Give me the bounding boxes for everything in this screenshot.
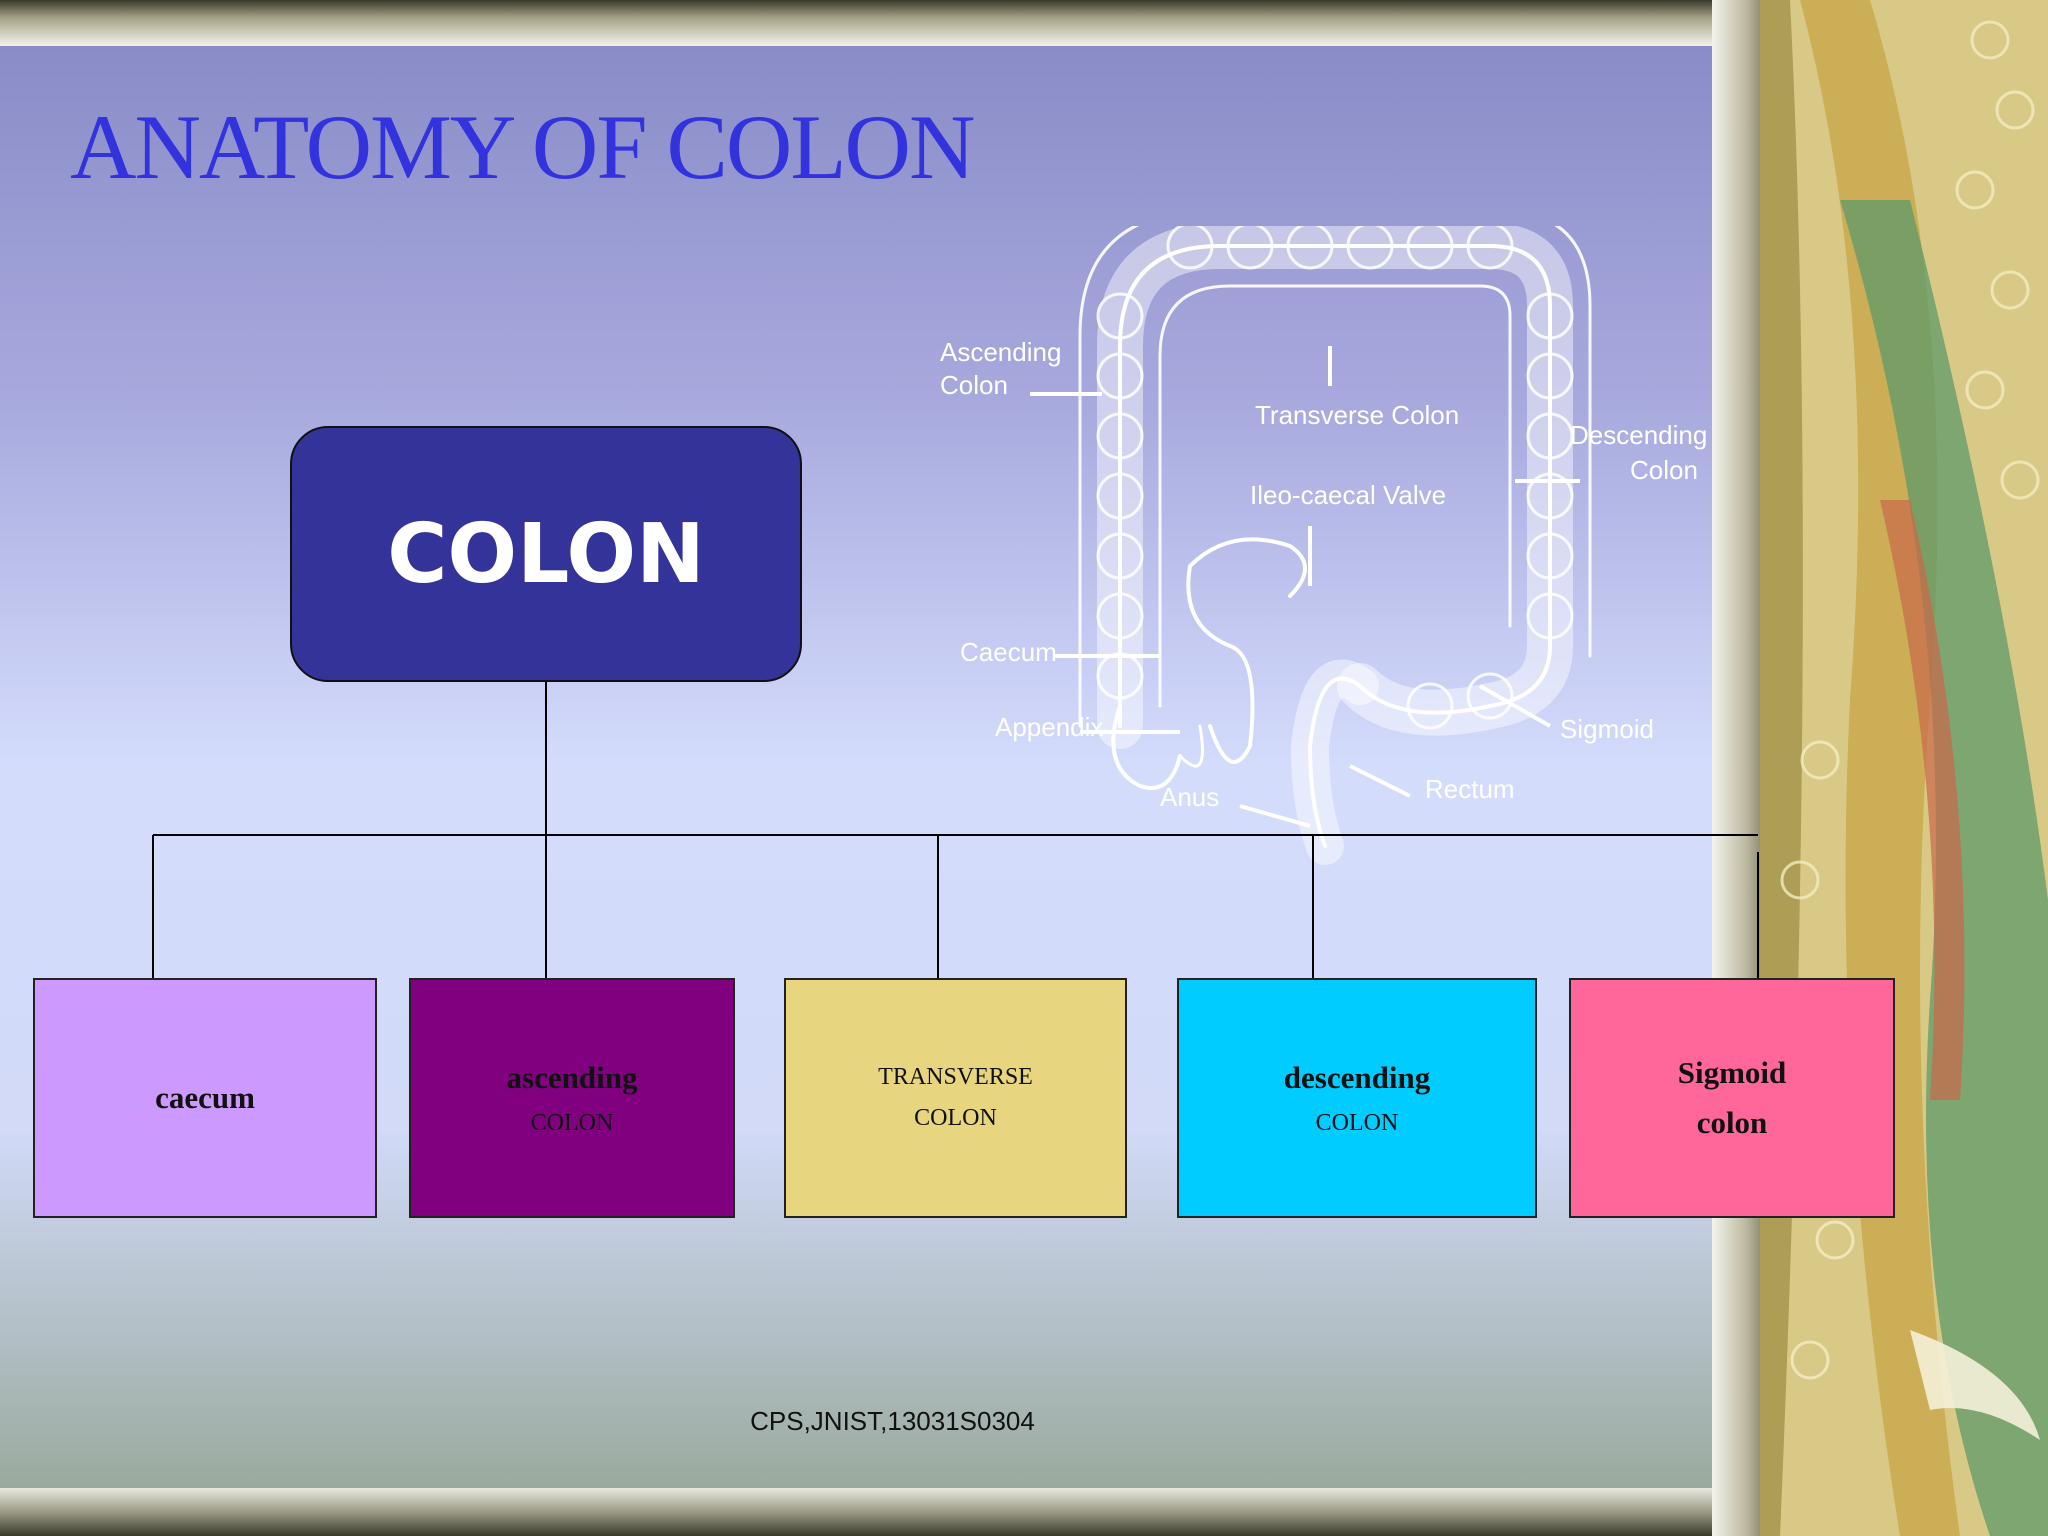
label-ascending-colon-line2: Colon [940, 370, 1008, 400]
label-anus: Anus [1160, 782, 1219, 812]
node-ascending-name: ascending [506, 1059, 638, 1095]
haustra-pattern [1096, 226, 1574, 730]
slide-footer: CPS,JNIST,13031S0304 [750, 1406, 1035, 1436]
label-sigmoid: Sigmoid [1560, 714, 1654, 744]
node-ascending-colon: ascending COLON [409, 978, 735, 1218]
colon-drawing [1078, 226, 1592, 865]
slide: ANATOMY OF COLON [0, 46, 1712, 1488]
node-transverse-colon: TRANSVERSE COLON [784, 978, 1127, 1218]
label-appendix: Appendix [995, 712, 1103, 742]
decorative-curtain [1760, 0, 2048, 1536]
node-transverse-name: TRANSVERSE [878, 1064, 1033, 1090]
label-rectum: Rectum [1425, 774, 1515, 804]
node-descending-sub: COLON [1315, 1109, 1399, 1136]
root-node-label: COLON [387, 506, 705, 602]
window-frame-top [0, 0, 1780, 46]
label-descending-colon-line1: Descending [1570, 420, 1707, 450]
label-ascending-colon-line1: Ascending [940, 337, 1061, 367]
node-descending-name: descending [1283, 1059, 1431, 1095]
node-sigmoid-name: Sigmoid [1677, 1055, 1787, 1090]
colon-anatomy-illustration: Ascending Colon Transverse Colon Ileo-ca… [940, 226, 1707, 865]
label-ileo-caecal-valve: Ileo-caecal Valve [1250, 480, 1446, 510]
node-descending-colon: descending COLON [1177, 978, 1537, 1218]
label-transverse-colon: Transverse Colon [1255, 400, 1459, 430]
label-caecum: Caecum [960, 637, 1057, 667]
root-node-colon: COLON [290, 426, 802, 682]
node-sigmoid-colon: Sigmoid colon [1569, 978, 1895, 1218]
curtain-pattern [1760, 0, 2048, 1536]
illustration-leader-lines [1030, 346, 1580, 828]
slide-title: ANATOMY OF COLON [70, 96, 975, 198]
label-descending-colon-line2: Colon [1630, 455, 1698, 485]
node-caecum: caecum [33, 978, 377, 1218]
window-frame-bottom [0, 1488, 1780, 1536]
node-ascending-sub: COLON [530, 1109, 614, 1136]
node-sigmoid-sub: colon [1696, 1105, 1768, 1140]
node-caecum-name: caecum [155, 1080, 255, 1115]
node-transverse-sub: COLON [914, 1105, 997, 1131]
